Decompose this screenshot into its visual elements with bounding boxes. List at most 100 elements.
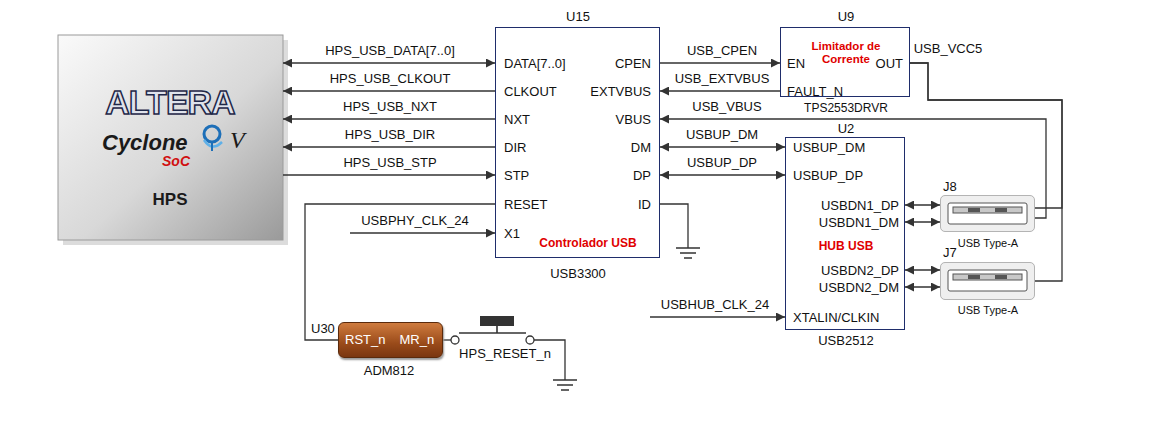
signal-name: HPS_RESET_n xyxy=(459,347,551,362)
pin-name: USBDN2_DP xyxy=(821,264,899,279)
signal-name: HPS_USB_CLKOUT xyxy=(330,72,451,87)
pin-name: USBUP_DP xyxy=(793,169,863,184)
ref-designator: J8 xyxy=(943,180,957,195)
connector-type: USB Type-A xyxy=(958,237,1018,250)
signal-name: USB_EXTVBUS xyxy=(675,72,770,87)
pin-name: VBUS xyxy=(616,113,651,128)
usb-jack-body xyxy=(940,262,1035,300)
switch-contact xyxy=(526,336,534,344)
signal-wire xyxy=(305,204,495,340)
clock-wire xyxy=(350,232,495,233)
reset-supervisor: U30RST_nMR_nADM812 xyxy=(338,322,443,358)
signal-name: HPS_USB_DIR xyxy=(345,128,435,143)
signal-name: USBHUB_CLK_24 xyxy=(661,298,769,313)
signal-name: USBUP_DM xyxy=(686,128,758,143)
pin-name: NXT xyxy=(504,113,530,128)
ic-box: U2USBUP_DMUSBUP_DPUSBDN1_DPUSBDN1_DMHUB … xyxy=(785,137,905,330)
usb-jack-contact xyxy=(968,208,980,212)
function-label: HUB USB xyxy=(819,240,874,254)
usb-jack-contact xyxy=(995,275,1007,279)
pin-name: USBDN1_DP xyxy=(821,199,899,214)
logo-swirl xyxy=(211,142,213,151)
usb-connector: J8USB Type-A xyxy=(940,195,1035,232)
block-name: HPS xyxy=(153,190,188,210)
pin-name: DM xyxy=(631,141,651,156)
part-number: USB3300 xyxy=(550,267,606,282)
logo-wordmark: ALTERA xyxy=(105,83,234,122)
clock-wire xyxy=(650,316,785,317)
hps-chip: ALTERACycloneVSoCHPS xyxy=(58,35,283,240)
connector-type: USB Type-A xyxy=(958,304,1018,317)
signal-wire xyxy=(660,146,785,147)
part-number: TPS2553DRVR xyxy=(802,102,890,116)
pin-name: DP xyxy=(633,169,651,184)
pin-name: ID xyxy=(638,198,651,213)
pin-name: DIR xyxy=(504,141,526,156)
signal-wire xyxy=(283,118,495,119)
signal-name: HPS_USB_STP xyxy=(343,156,436,171)
switch-plunger xyxy=(480,316,514,326)
signal-name: USB_CPEN xyxy=(687,44,757,59)
pin-name: RST_n xyxy=(345,333,385,348)
pin-name: EXTVBUS xyxy=(590,85,651,100)
id-wire xyxy=(660,204,688,248)
usb-connector: J7USB Type-A xyxy=(940,262,1035,300)
pin-name: RESET xyxy=(504,198,547,213)
family-name: Cyclone xyxy=(102,130,188,155)
pin-name: OUT xyxy=(876,57,903,72)
signal-wire xyxy=(905,269,940,270)
pin-name: XTALIN/CLKIN xyxy=(793,311,879,326)
signal-wire xyxy=(910,63,1062,281)
ref-designator: J7 xyxy=(943,246,957,261)
chip-face xyxy=(58,35,283,240)
part-number: USB2512 xyxy=(818,334,874,349)
ic-box: U15DATA[7..0]CLKOUTNXTDIRSTPRESETX1CPENE… xyxy=(495,27,660,258)
ic-box: U9Limitador de CorrenteENOUTFAULT_NTPS25… xyxy=(780,27,910,97)
pin-name: STP xyxy=(504,169,529,184)
usb-jack-body xyxy=(940,195,1035,232)
signal-wire xyxy=(283,146,495,147)
usb-jack-contact xyxy=(968,275,980,279)
signal-wire xyxy=(283,62,495,63)
pin-name: CLKOUT xyxy=(504,85,557,100)
usb-jack-contact xyxy=(995,208,1007,212)
pin-name: EN xyxy=(787,57,805,72)
signal-name: USBUP_DP xyxy=(687,156,757,171)
part-number: ADM812 xyxy=(364,364,415,379)
ground-symbol xyxy=(676,248,700,258)
signal-wire xyxy=(910,63,1062,208)
ref-designator: U2 xyxy=(838,122,855,137)
ground-symbol xyxy=(553,380,577,390)
signal-name: HPS_USB_DATA[7..0] xyxy=(325,44,455,59)
function-label: Controlador USB xyxy=(539,237,636,251)
signal-name: USB_VBUS xyxy=(692,100,761,115)
signal-name: USB_VCC5 xyxy=(914,42,983,57)
pin-name: X1 xyxy=(504,227,520,242)
usb-jack-slot xyxy=(948,203,1027,224)
switch-contact xyxy=(451,336,459,344)
pin-name: USBUP_DM xyxy=(793,141,865,156)
signal-wire xyxy=(905,221,940,222)
signal-wire xyxy=(283,174,495,175)
usb-jack-tongue xyxy=(953,274,1022,280)
ref-designator: U30 xyxy=(311,322,335,337)
usb-jack-tongue xyxy=(953,207,1022,213)
signal-name: USBPHY_CLK_24 xyxy=(361,214,469,229)
ref-designator: U15 xyxy=(566,10,590,25)
pin-name: USBDN1_DM xyxy=(819,216,899,231)
family-version: V xyxy=(230,127,245,155)
logo-swirl xyxy=(204,126,220,142)
switch-bar xyxy=(459,332,526,334)
signal-wire xyxy=(660,174,785,175)
signal-wire xyxy=(660,119,1046,218)
pin-name: FAULT_N xyxy=(787,85,843,100)
signal-wire xyxy=(905,204,940,205)
signal-wire xyxy=(905,286,940,287)
pin-name: MR_n xyxy=(399,333,434,348)
pin-name: DATA[7..0] xyxy=(504,57,566,72)
signal-wire xyxy=(660,90,780,91)
pin-name: USBDN2_DM xyxy=(819,281,899,296)
signal-name: HPS_USB_NXT xyxy=(343,100,437,115)
signal-wire xyxy=(283,90,495,91)
pin-name: CPEN xyxy=(615,57,651,72)
